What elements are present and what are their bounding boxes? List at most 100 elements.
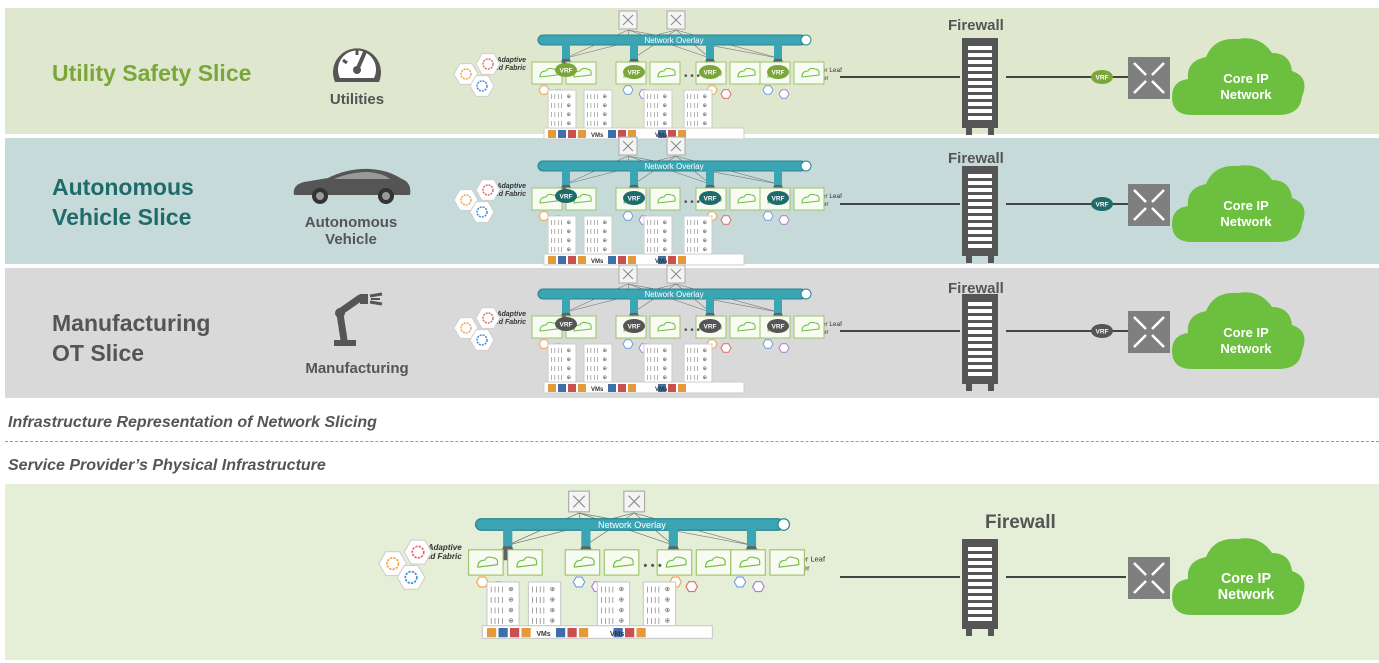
service-hex-icon xyxy=(762,339,774,349)
leaf-container xyxy=(793,187,825,211)
firewall-slot xyxy=(968,116,992,120)
vms-label: VMs xyxy=(655,387,668,393)
border-leaf-label-line1: Border Leaf xyxy=(808,321,842,328)
firewall-slot xyxy=(968,610,992,614)
firewall-slot xyxy=(968,330,992,334)
server-row: |||| ⊕ xyxy=(550,246,572,253)
server-rack xyxy=(643,343,673,383)
infrastructure-caption: Infrastructure Representation of Network… xyxy=(8,414,377,431)
vm-block xyxy=(628,256,636,264)
server-row: |||| ⊕ xyxy=(686,347,708,354)
firewall-slot xyxy=(968,554,992,558)
server-rack xyxy=(643,89,673,129)
vrf-badge xyxy=(699,191,721,205)
server-row: |||| ⊕ xyxy=(550,365,572,372)
overlay-drop xyxy=(774,169,782,189)
service-node-icon xyxy=(482,184,494,196)
vm-block xyxy=(628,384,636,392)
utilities-label: Utilities xyxy=(329,91,385,108)
firewall-slot xyxy=(968,575,992,579)
overlay-drop xyxy=(706,169,714,189)
vrf-badge-label: VRF xyxy=(772,196,785,203)
car-icon xyxy=(293,168,411,204)
firewall-slot xyxy=(968,344,992,348)
vrf-badge xyxy=(623,319,645,333)
leaf-container xyxy=(649,61,681,85)
service-hex-icon xyxy=(778,215,790,225)
server-row: |||| ⊕ xyxy=(550,219,572,226)
firewall-foot xyxy=(988,384,994,391)
vm-block xyxy=(510,628,520,638)
ellipsis-label: • • • xyxy=(684,71,701,82)
server-row: |||| ⊕ xyxy=(646,586,670,593)
server-row: |||| ⊕ xyxy=(586,219,608,226)
service-hex-icon xyxy=(762,85,774,95)
firewall-slot xyxy=(968,88,992,92)
vrf-badge xyxy=(767,319,789,333)
network-overlay-label: Network Overlay xyxy=(644,36,703,45)
mini-cloud-icon xyxy=(612,556,634,568)
server-row: |||| ⊕ xyxy=(531,617,555,624)
vrf-badge xyxy=(1091,324,1113,338)
border-leaf-label-line1: Border Leaf xyxy=(786,554,826,563)
core-ip-label-line1: Core IP xyxy=(1223,325,1269,340)
server-row: |||| ⊕ xyxy=(586,347,608,354)
firewall-slot xyxy=(968,582,992,586)
server-row: |||| ⊕ xyxy=(550,228,572,235)
adaptive-label-line2: Cloud Fabric xyxy=(483,319,526,326)
vrf-badge xyxy=(623,191,645,205)
adaptive-label-line1: Adaptive xyxy=(495,57,526,64)
server-row: |||| ⊕ xyxy=(550,93,572,100)
vm-strip xyxy=(543,253,745,266)
ellipsis-label: • • • xyxy=(643,560,661,572)
vm-block xyxy=(678,256,686,264)
speedometer-icon xyxy=(333,48,381,82)
vms-label: VMs xyxy=(655,259,668,265)
vm-block xyxy=(548,256,556,264)
router-arrows-icon xyxy=(1133,62,1165,94)
adaptive-label-line1: Adaptive xyxy=(427,543,463,552)
leaf-container xyxy=(649,187,681,211)
server-rack xyxy=(583,89,613,129)
firewall-slot xyxy=(968,174,992,178)
link-lines xyxy=(840,576,1126,578)
vm-block xyxy=(608,384,616,392)
firewall-slot xyxy=(968,46,992,50)
vrf-badge-label: VRF xyxy=(704,324,717,331)
service-node-icon xyxy=(476,206,488,218)
core-ip-label-line1: Core IP xyxy=(1223,198,1269,213)
overlay-drop xyxy=(562,169,570,189)
server-row: |||| ⊕ xyxy=(550,237,572,244)
overlay-end-cap xyxy=(777,518,791,531)
firewall-slot xyxy=(968,209,992,213)
vm-block xyxy=(658,384,666,392)
vrf-badge-label: VRF xyxy=(560,194,573,201)
firewall-slot xyxy=(968,596,992,600)
server-row: |||| ⊕ xyxy=(586,246,608,253)
vm-block xyxy=(556,628,566,638)
firewall-slot xyxy=(968,95,992,99)
service-hex-icon xyxy=(751,581,765,593)
mini-cloud-icon xyxy=(657,67,676,78)
server-rack xyxy=(683,343,713,383)
firewall-slot xyxy=(968,244,992,248)
firewall-slot xyxy=(968,102,992,106)
server-row: |||| ⊕ xyxy=(686,374,708,381)
vm-block xyxy=(558,256,566,264)
vm-block xyxy=(568,384,576,392)
vrf-badge xyxy=(555,63,577,77)
overlay-drop xyxy=(562,297,570,317)
vm-block xyxy=(487,628,497,638)
vm-block xyxy=(567,628,577,638)
overlay-drop xyxy=(774,43,782,63)
core-ip-label-line1: Core IP xyxy=(1223,71,1269,86)
server-row: |||| ⊕ xyxy=(646,237,668,244)
server-row: |||| ⊕ xyxy=(586,102,608,109)
vrf-badge-label: VRF xyxy=(1096,202,1109,209)
server-row: |||| ⊕ xyxy=(646,607,670,614)
